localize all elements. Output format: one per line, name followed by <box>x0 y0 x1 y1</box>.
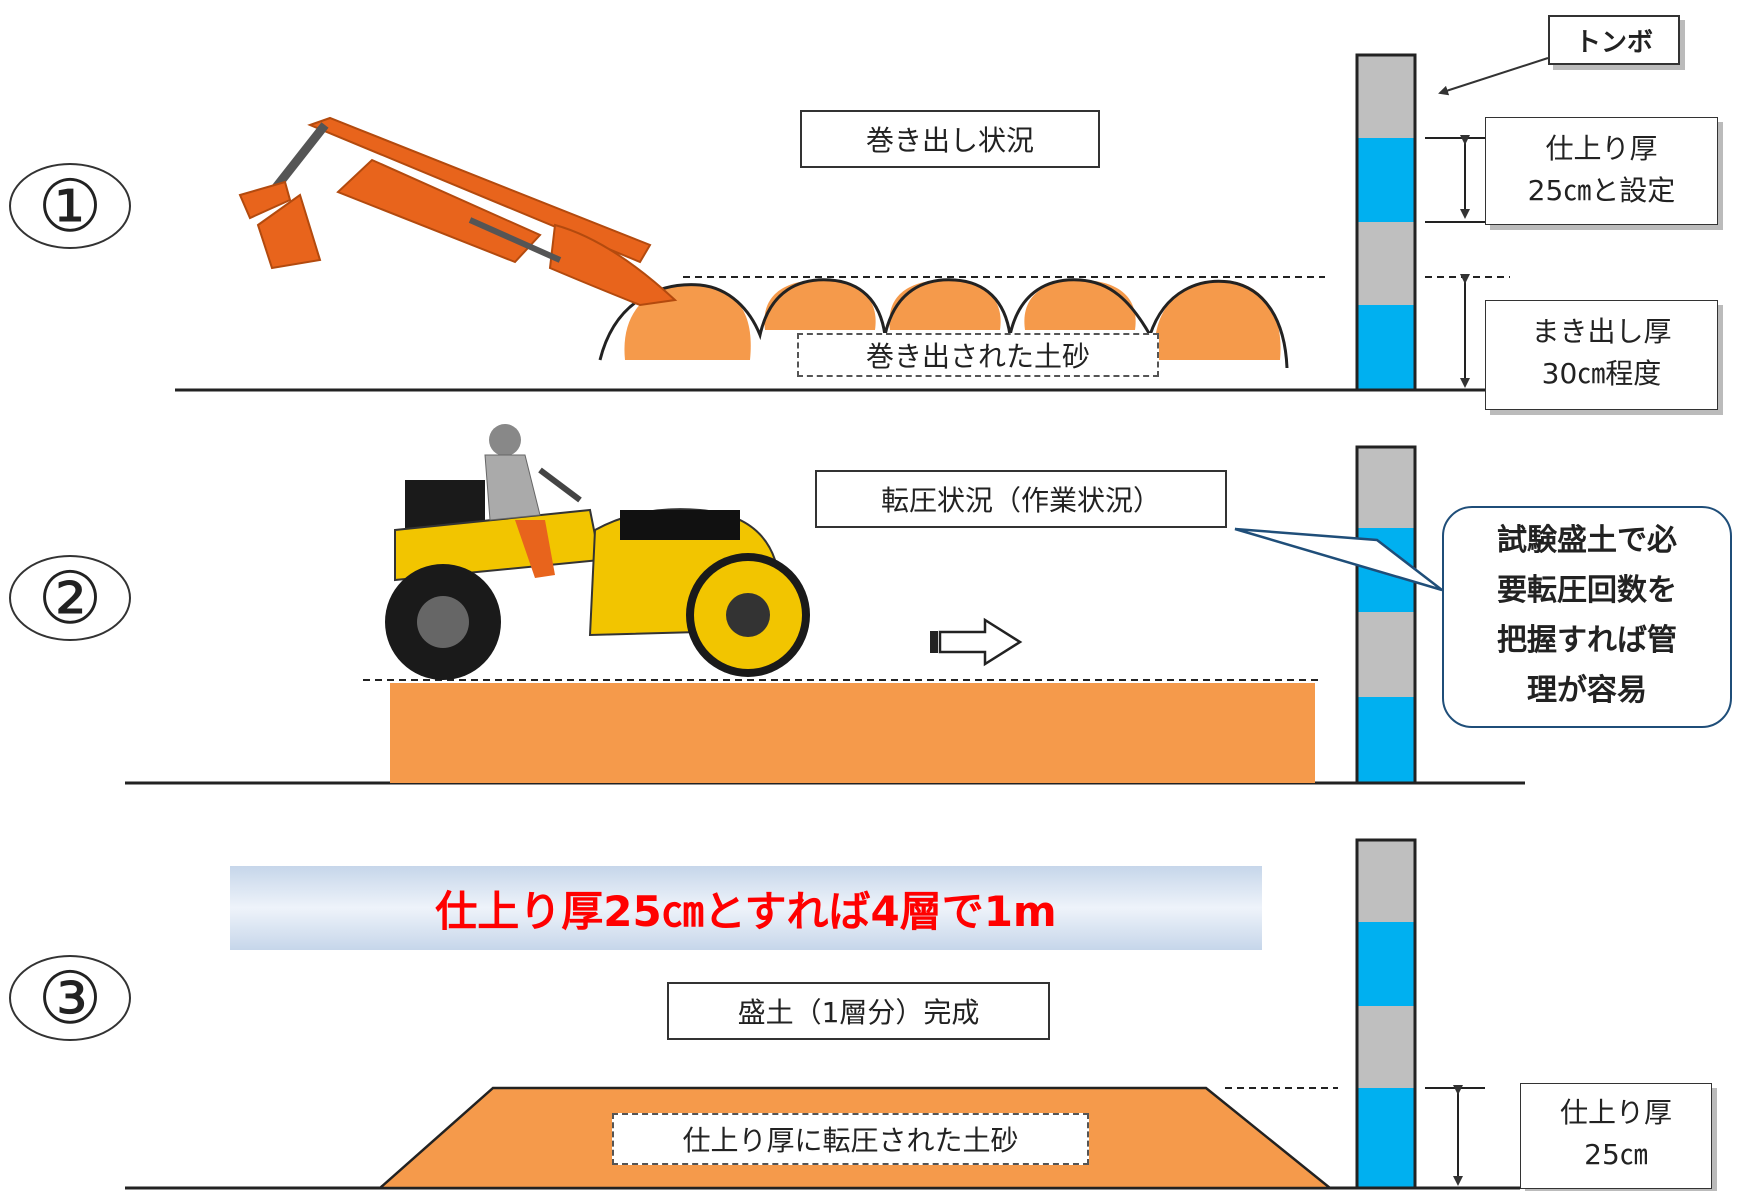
step1-title: 巻き出し状況 <box>800 110 1100 168</box>
callout-line2: 要転圧回数を <box>1497 573 1677 608</box>
callout-line1: 試験盛土で必 <box>1497 523 1677 558</box>
callout-line4: 理が容易 <box>1527 673 1647 708</box>
compaction-callout: 試験盛土で必 要転圧回数を 把握すれば管 理が容易 <box>1442 506 1732 728</box>
arrow-right-icon <box>930 617 1023 667</box>
spread-soil-label: 巻き出された土砂 <box>797 333 1159 377</box>
step3-title: 盛土（1層分）完成 <box>667 982 1050 1040</box>
tombo-pole-3 <box>1355 838 1417 1190</box>
callout-line3: 把握すれば管 <box>1497 623 1677 658</box>
finish-setting-line2: 25㎝と設定 <box>1527 174 1676 207</box>
tombo-pole-1 <box>1355 53 1417 392</box>
tombo-leader-arrow <box>1438 57 1549 96</box>
finish-setting-line1: 仕上り厚 <box>1545 132 1658 165</box>
tombo-pole-2 <box>1355 445 1417 785</box>
summary-banner: 仕上り厚25㎝とすれば4層で1m <box>230 866 1262 950</box>
step-number-3: ③ <box>9 955 131 1041</box>
final-thickness-label: 仕上り厚 25㎝ <box>1520 1083 1712 1189</box>
finish-thickness-setting-label: 仕上り厚 25㎝と設定 <box>1485 117 1718 225</box>
step-number-2: ② <box>9 555 131 641</box>
final-line1: 仕上り厚 <box>1559 1096 1672 1129</box>
step-number-1: ① <box>9 163 131 249</box>
finished-soil-label: 仕上り厚に転圧された土砂 <box>612 1113 1089 1165</box>
compacted-soil-layer <box>390 683 1315 783</box>
excavator-icon <box>238 116 678 307</box>
callout-leader <box>1234 527 1443 592</box>
spread-line2: 30㎝程度 <box>1541 357 1662 390</box>
step2-title: 転圧状況（作業状況） <box>815 470 1227 528</box>
spread-line1: まき出し厚 <box>1531 315 1672 348</box>
spread-thickness-label: まき出し厚 30㎝程度 <box>1485 300 1718 410</box>
final-line2: 25㎝ <box>1584 1138 1648 1171</box>
roller-icon <box>385 424 810 680</box>
spread-soil-piles <box>598 278 1289 369</box>
tombo-label: トンボ <box>1548 15 1680 65</box>
